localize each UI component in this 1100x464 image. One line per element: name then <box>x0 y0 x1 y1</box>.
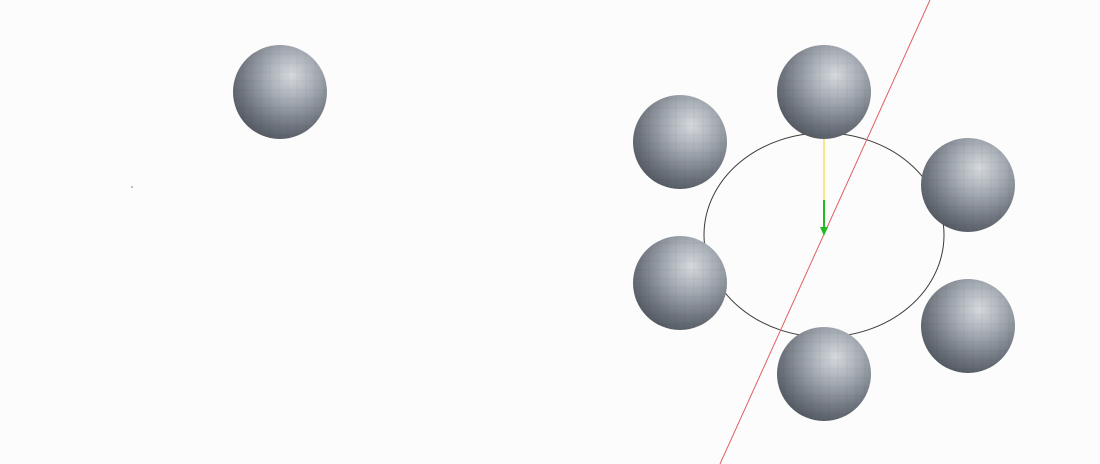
sphere-object[interactable] <box>633 95 727 189</box>
origin-marker <box>131 186 133 188</box>
direction-arrow-icon[interactable] <box>820 200 828 236</box>
viewport-left[interactable] <box>0 0 550 464</box>
sphere-object[interactable] <box>633 236 727 330</box>
sphere-object[interactable] <box>233 45 327 139</box>
sphere-object[interactable] <box>777 327 871 421</box>
viewport-left-canvas[interactable] <box>0 0 550 464</box>
viewport-right-canvas[interactable] <box>550 0 1100 464</box>
sphere-object[interactable] <box>921 279 1015 373</box>
sphere-object[interactable] <box>921 138 1015 232</box>
sphere-object[interactable] <box>777 45 871 139</box>
viewport-right[interactable] <box>550 0 1100 464</box>
